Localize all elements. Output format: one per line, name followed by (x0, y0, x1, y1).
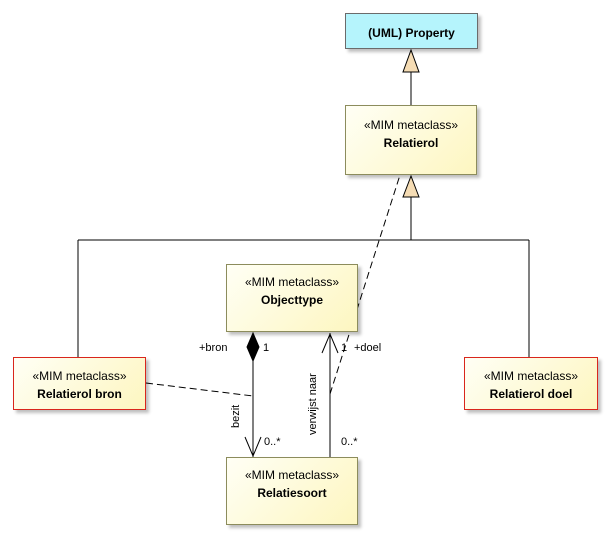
class-objecttype[interactable]: «MIM metaclass» Objecttype (226, 264, 358, 332)
multiplicity-doel-target: 0..* (341, 436, 358, 448)
dashed-link-relatierol-bron[interactable] (145, 382, 254, 397)
class-name: Relatierol (383, 136, 439, 150)
class-relatierol[interactable]: «MIM metaclass» Relatierol (345, 105, 477, 175)
stereotype-label: «MIM metaclass» (244, 468, 340, 482)
generalization-arrowhead-property (402, 48, 420, 73)
multiplicity-doel-source: 1 (341, 342, 348, 354)
class-relatiesoort[interactable]: «MIM metaclass» Relatiesoort (226, 457, 358, 525)
navigability-arrow-objecttype (321, 332, 339, 354)
multiplicity-bron-target: 0..* (264, 436, 281, 448)
role-label-doel: +doel (354, 342, 382, 354)
role-label-bron: +bron (199, 342, 228, 354)
class-name: (UML) Property (368, 26, 455, 40)
class-name: Relatierol bron (37, 387, 122, 401)
composition-diamond (246, 331, 260, 363)
dashed-link-relatierol[interactable] (329, 174, 401, 395)
class-relatierol-doel[interactable]: «MIM metaclass» Relatierol doel (464, 357, 598, 410)
association-name-verwijst-naar: verwijst naar (307, 373, 319, 435)
stereotype-label: «MIM metaclass» (32, 369, 127, 383)
generalization-arrowhead-relatierol (402, 174, 420, 198)
class-name: Relatierol doel (489, 387, 573, 401)
stereotype-label: «MIM metaclass» (363, 118, 459, 132)
class-name: Objecttype (260, 293, 323, 307)
association-name-bezit: bezit (230, 404, 242, 428)
class-relatierol-bron[interactable]: «MIM metaclass» Relatierol bron (13, 357, 146, 410)
class-name: Relatiesoort (257, 486, 327, 500)
stereotype-label: «MIM metaclass» (483, 369, 579, 383)
multiplicity-bron-source: 1 (263, 342, 270, 354)
stereotype-label: «MIM metaclass» (244, 275, 340, 289)
class-uml-property[interactable]: (UML) Property (345, 13, 478, 49)
navigability-arrow-relatiesoort (244, 436, 262, 458)
